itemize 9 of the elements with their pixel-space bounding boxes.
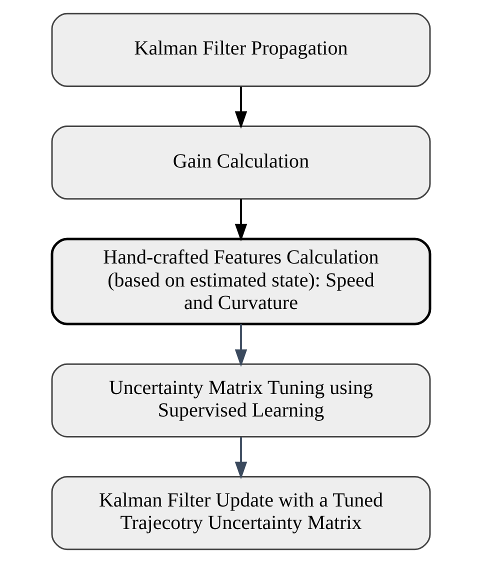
node-box: Kalman Filter Update with a Tuned Trajecotry Uncertainty Matrix: [51, 476, 431, 550]
arrow: [234, 199, 248, 242]
node-box: Kalman Filter Propagation: [51, 12, 431, 87]
arrow: [234, 324, 248, 367]
node-box: Hand-crafted Features Calculation (based on estimated state): Speed and Curvature: [50, 238, 432, 326]
arrow: [234, 86, 248, 129]
node-box: Gain Calculation: [51, 126, 431, 200]
arrow: [234, 437, 248, 480]
node-box: Uncertainty Matrix Tuning using Supervised Learning: [51, 363, 431, 438]
